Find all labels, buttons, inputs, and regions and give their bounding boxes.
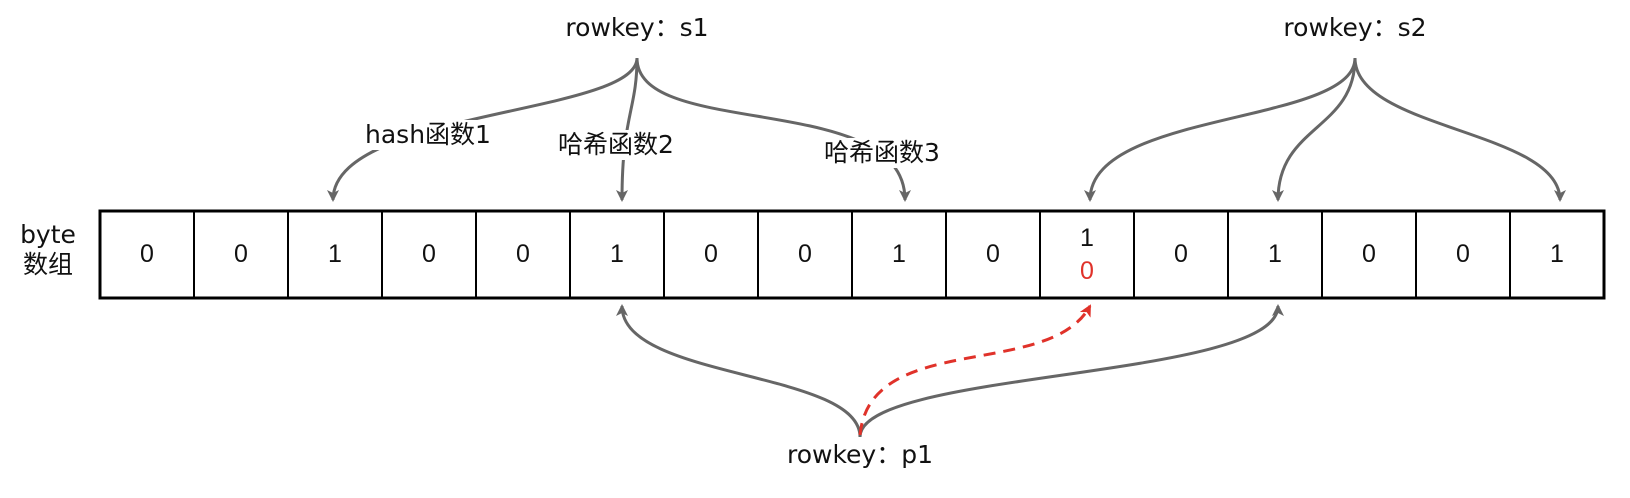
cell-value: 0	[1362, 240, 1376, 268]
cell-value: 1	[328, 240, 342, 268]
s1-to-cell-8-arrow	[635, 57, 911, 202]
array-cell-6: 0	[664, 211, 758, 298]
cell-value: 1	[1080, 223, 1094, 252]
hash-function-3-label: 哈希函数3	[824, 138, 940, 168]
s2-to-cell-15-arrow	[1353, 57, 1566, 202]
array-cell-0: 0	[100, 211, 194, 298]
cell-value: 1	[892, 240, 906, 268]
hash-function-1-label: hash函数1	[365, 120, 491, 150]
cell-value: 0	[986, 240, 1000, 268]
byte-array-label-line2: 数组	[22, 250, 73, 279]
s1-to-cell-2-arrow	[327, 57, 639, 202]
s1-to-cell-5-arrow	[616, 57, 639, 202]
rowkey-s1-label: rowkey：s1	[565, 13, 709, 42]
byte-array-grid	[98, 209, 1606, 300]
rowkey-s2-label: rowkey：s2	[1283, 13, 1427, 42]
s2-to-cell-10-arrow	[1084, 57, 1357, 202]
p1-to-cell-5-arrow	[616, 304, 862, 438]
hash-function-2-label: 哈希函数2	[558, 130, 674, 160]
array-cell-14: 0	[1416, 211, 1510, 298]
array-cell-1: 0	[194, 211, 288, 298]
cell-value: 0	[704, 240, 718, 268]
array-cell-15: 1	[1510, 211, 1604, 298]
array-cell-8: 1	[852, 211, 946, 298]
cell-value: 0	[516, 240, 530, 268]
cell-value: 1	[1550, 240, 1564, 268]
rowkey-p1-label: rowkey：p1	[786, 440, 934, 469]
p1-to-cell-12-arrow	[858, 304, 1284, 438]
array-cell-7: 0	[758, 211, 852, 298]
cell-value: 0	[422, 240, 436, 268]
array-cell-9: 0	[946, 211, 1040, 298]
cell-value: 0	[798, 240, 812, 268]
array-cell-4: 0	[476, 211, 570, 298]
array-cell-5: 1	[570, 211, 664, 298]
s2-to-cell-12-arrow	[1272, 57, 1357, 202]
byte-array-label: byte 数组	[14, 220, 82, 280]
cell-value: 1	[1268, 240, 1282, 268]
cell-value: 0	[140, 240, 154, 268]
cell-value: 0	[1174, 240, 1188, 268]
array-cell-11: 0	[1134, 211, 1228, 298]
array-cell-13: 0	[1322, 211, 1416, 298]
array-cell-3: 0	[382, 211, 476, 298]
cell-value: 0	[234, 240, 248, 268]
p1-to-cell-10-dashed-arrow	[858, 304, 1092, 436]
array-cell-12: 1	[1228, 211, 1322, 298]
cell-value: 0	[1456, 240, 1470, 268]
cell-value: 1	[610, 240, 624, 268]
byte-array-label-line1: byte	[20, 220, 76, 249]
cell-new-value: 0	[1080, 256, 1094, 285]
array-cell-2: 1	[288, 211, 382, 298]
